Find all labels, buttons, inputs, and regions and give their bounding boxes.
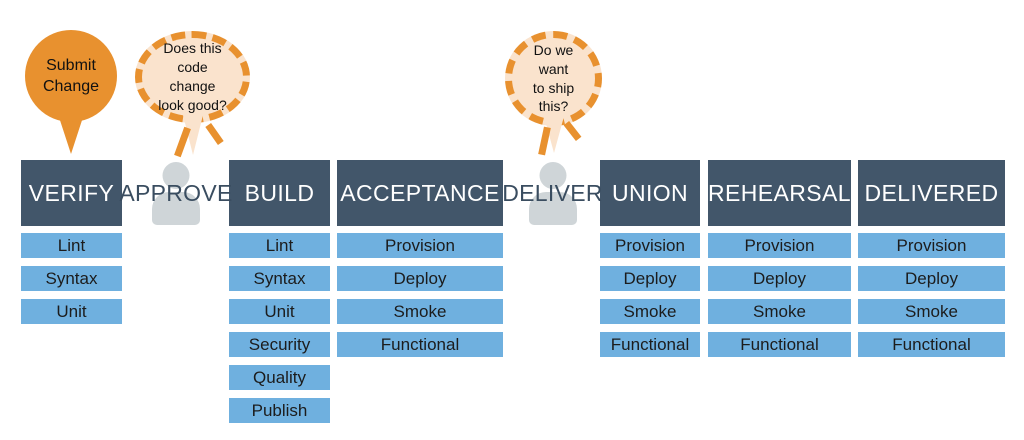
thought-bubble-body [505,31,602,126]
task-item[interactable]: Quality [229,365,330,390]
stage-label: UNION [611,179,689,206]
stage-header-union[interactable]: UNION [600,160,700,226]
task-item[interactable]: Lint [21,233,122,258]
task-item[interactable]: Provision [858,233,1005,258]
stage-header-acceptance[interactable]: ACCEPTANCE [337,160,503,226]
callout-line: Do we [533,41,574,58]
balloon-body: Submit Change [25,30,117,122]
task-item[interactable]: Unit [229,299,330,324]
task-item[interactable]: Smoke [337,299,503,324]
callout-line: this? [538,98,569,115]
task-item[interactable]: Provision [600,233,700,258]
thought-bubble-text: Do we want to ship this? [505,31,602,126]
gate-label: APPROVE [119,179,233,206]
stage-header-rehearsal[interactable]: REHEARSAL [708,160,851,226]
callout-submit-change: Submit Change [25,30,117,154]
stage-header-delivered[interactable]: DELIVERED [858,160,1005,226]
person-icon [525,162,581,225]
person-icon-head [539,162,566,189]
task-item[interactable]: Provision [337,233,503,258]
person-icon-body [528,192,577,225]
person-icon-head [162,162,190,189]
task-item[interactable]: Functional [337,332,503,357]
task-column-union: Provision Deploy Smoke Functional [600,233,700,365]
task-item[interactable]: Security [229,332,330,357]
stage-header-build[interactable]: BUILD [229,160,330,226]
person-icon [148,162,204,225]
task-column-build: Lint Syntax Unit Security Quality Publis… [229,233,330,431]
callout-approve-question: Does this code change look good? [135,31,250,158]
task-item[interactable]: Functional [708,332,851,357]
task-item[interactable]: Functional [858,332,1005,357]
callout-line: Submit [46,56,96,74]
task-item[interactable]: Deploy [708,266,851,291]
callout-line: change [169,78,216,94]
callout-line: to ship [532,79,575,96]
task-item[interactable]: Functional [600,332,700,357]
task-item[interactable]: Deploy [600,266,700,291]
task-item[interactable]: Deploy [858,266,1005,291]
task-item[interactable]: Smoke [858,299,1005,324]
callout-deliver-question: Do we want to ship this? [505,31,602,156]
task-item[interactable]: Smoke [708,299,851,324]
task-item[interactable]: Smoke [600,299,700,324]
task-column-rehearsal: Provision Deploy Smoke Functional [708,233,851,365]
task-item[interactable]: Deploy [337,266,503,291]
callout-line: Change [42,78,100,95]
callout-line: Does this [163,40,222,57]
task-item[interactable]: Syntax [229,266,330,291]
task-item[interactable]: Provision [708,233,851,258]
task-item[interactable]: Publish [229,398,330,423]
stage-header-verify[interactable]: VERIFY [21,160,122,226]
person-icon-body [152,192,200,225]
stage-label: VERIFY [28,179,115,206]
thought-bubble-text: Does this code change look good? [135,31,250,123]
callout-line: want [538,60,569,77]
task-item[interactable]: Unit [21,299,122,324]
stage-label: ACCEPTANCE [340,179,500,206]
task-column-delivered: Provision Deploy Smoke Functional [858,233,1005,365]
gate-approve[interactable]: APPROVE [119,160,232,226]
stage-label: DELIVERED [864,179,999,206]
gate-label: DELIVER [502,179,603,206]
stage-label: REHEARSAL [708,179,851,206]
callout-line: code [177,59,208,76]
stage-label: BUILD [244,179,315,206]
task-item[interactable]: Syntax [21,266,122,291]
task-column-acceptance: Provision Deploy Smoke Functional [337,233,503,365]
gate-deliver[interactable]: DELIVER [502,160,602,226]
task-column-verify: Lint Syntax Unit [21,233,122,332]
callout-line: look good? [158,96,227,113]
thought-tail-stroke [205,122,224,146]
task-item[interactable]: Lint [229,233,330,258]
